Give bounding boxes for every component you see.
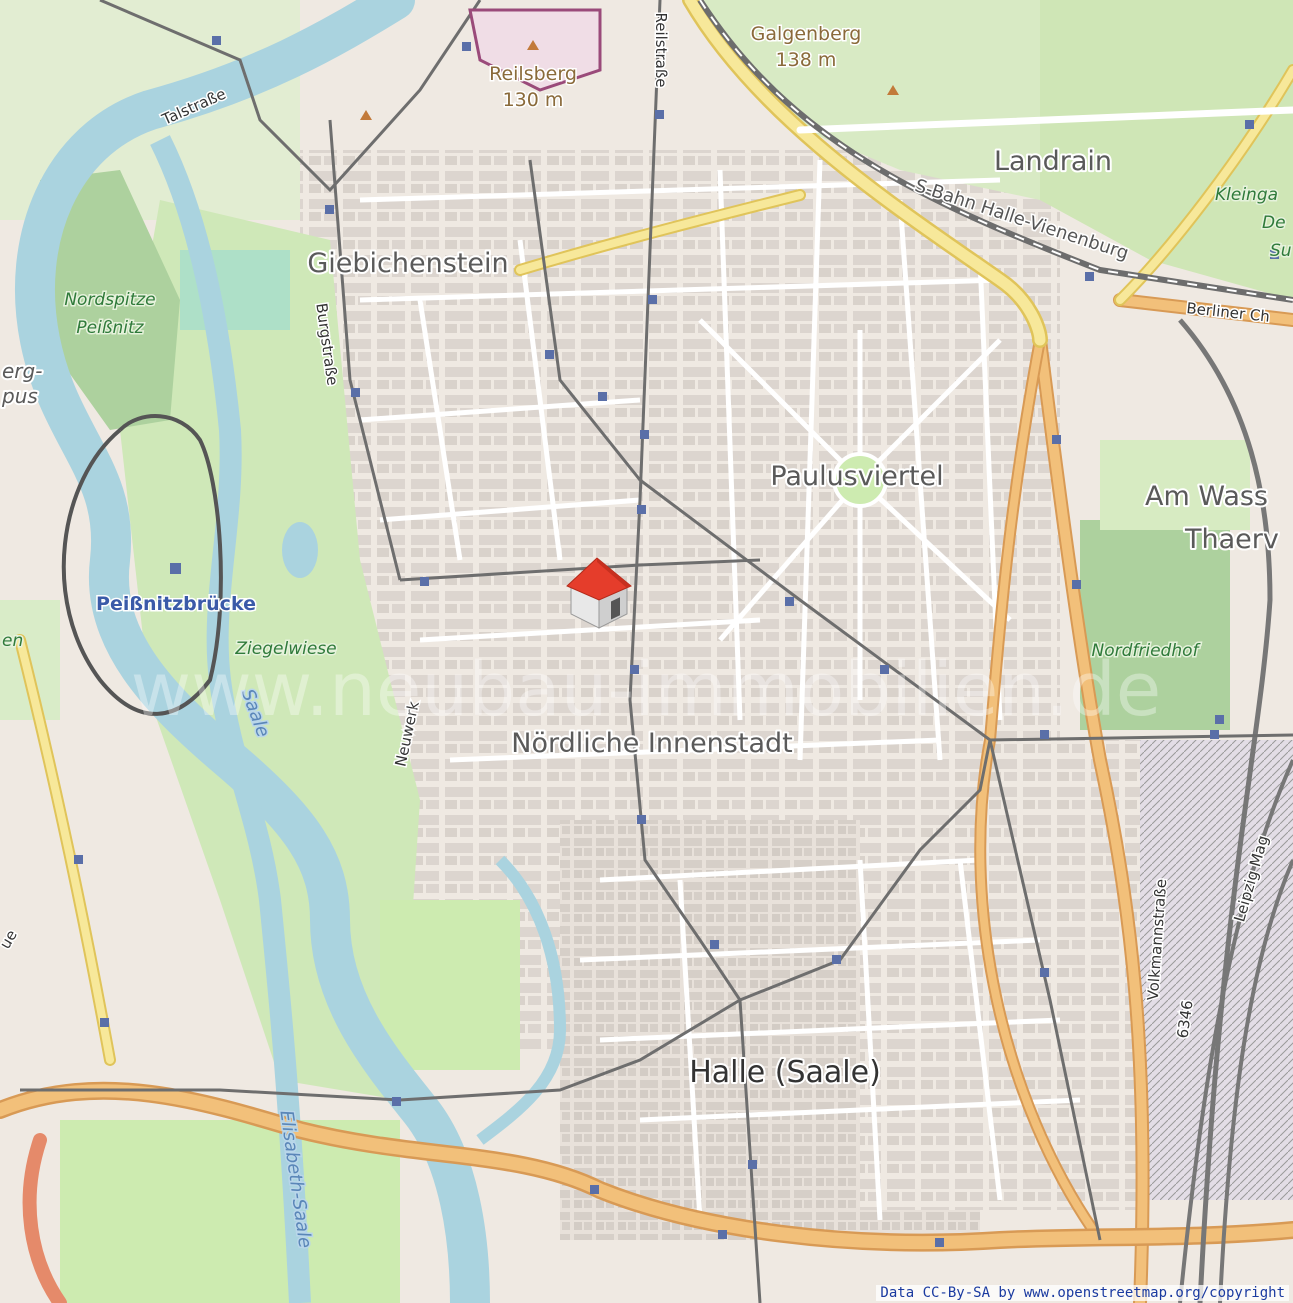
place-erg: erg- xyxy=(2,359,42,383)
park-nordfriedhof-label: Nordfriedhof xyxy=(1091,641,1201,661)
east-blocks xyxy=(860,740,1140,1210)
elevation-galgenberg: 138 m xyxy=(776,49,837,71)
attribution-text[interactable]: Data CC-By-SA by www.openstreetmap.org/c… xyxy=(876,1285,1289,1301)
place-galgenberg: Galgenberg xyxy=(751,23,862,45)
allotments-northeast xyxy=(1040,0,1293,300)
place-giebichenstein: Giebichenstein xyxy=(307,248,508,279)
place-thaer: Thaerv xyxy=(1184,524,1279,555)
pond xyxy=(282,522,318,578)
park-west-center xyxy=(380,900,520,1070)
mill-canal xyxy=(476,855,567,1145)
peak-icon-reilsberg xyxy=(527,40,539,50)
elisabeth-saale xyxy=(150,135,311,1303)
place-reilsberg: Reilsberg xyxy=(489,63,577,85)
campus-green xyxy=(1100,440,1250,530)
street-reilstrasse: Reilstraße xyxy=(652,12,670,87)
park-southwest xyxy=(60,1120,400,1303)
watermark-text: www.neubau-immobilien.de xyxy=(131,647,1162,733)
nordfriedhof-area xyxy=(1080,520,1230,730)
park-en-label: en xyxy=(2,631,23,651)
peak-icon-small xyxy=(360,110,372,120)
galgenberg-park xyxy=(690,0,1040,200)
place-halle-saale: Halle (Saale) xyxy=(689,1055,881,1090)
place-am-wass: Am Wass xyxy=(1145,481,1268,512)
railways xyxy=(697,0,1293,1303)
tram-stops xyxy=(74,36,1279,1247)
place-landrain: Landrain xyxy=(994,146,1112,177)
rail-yard xyxy=(1140,740,1293,1200)
park-kleinga-label-3: Su xyxy=(1270,241,1292,261)
place-paulusviertel: Paulusviertel xyxy=(770,461,943,492)
peissnitz-island-green xyxy=(120,200,420,1100)
park-kleinga-label-2: De xyxy=(1262,213,1286,233)
park-kleinga-label-1: Kleinga xyxy=(1215,185,1278,205)
elevation-reilsberg: 130 m xyxy=(503,89,564,111)
nordspitze-forest xyxy=(40,170,180,430)
park-nordspitze-label-1: Nordspitze xyxy=(64,290,155,310)
park-ziegelwiese-label: Ziegelwiese xyxy=(234,639,336,659)
park-nordspitze-label-2: Peißnitz xyxy=(76,318,144,338)
main-roads xyxy=(14,0,1293,1066)
place-noerdliche-innenstadt: Nördliche Innenstadt xyxy=(511,728,792,759)
house-icon[interactable] xyxy=(566,557,632,629)
saale-river xyxy=(14,0,490,1303)
paulus-square xyxy=(832,452,888,508)
peak-icon-galgenberg xyxy=(887,85,899,95)
bridge-peissnitz-label: Peißnitzbrücke xyxy=(96,593,256,615)
place-pus: pus xyxy=(1,384,38,408)
tram-lines xyxy=(20,0,1293,1303)
